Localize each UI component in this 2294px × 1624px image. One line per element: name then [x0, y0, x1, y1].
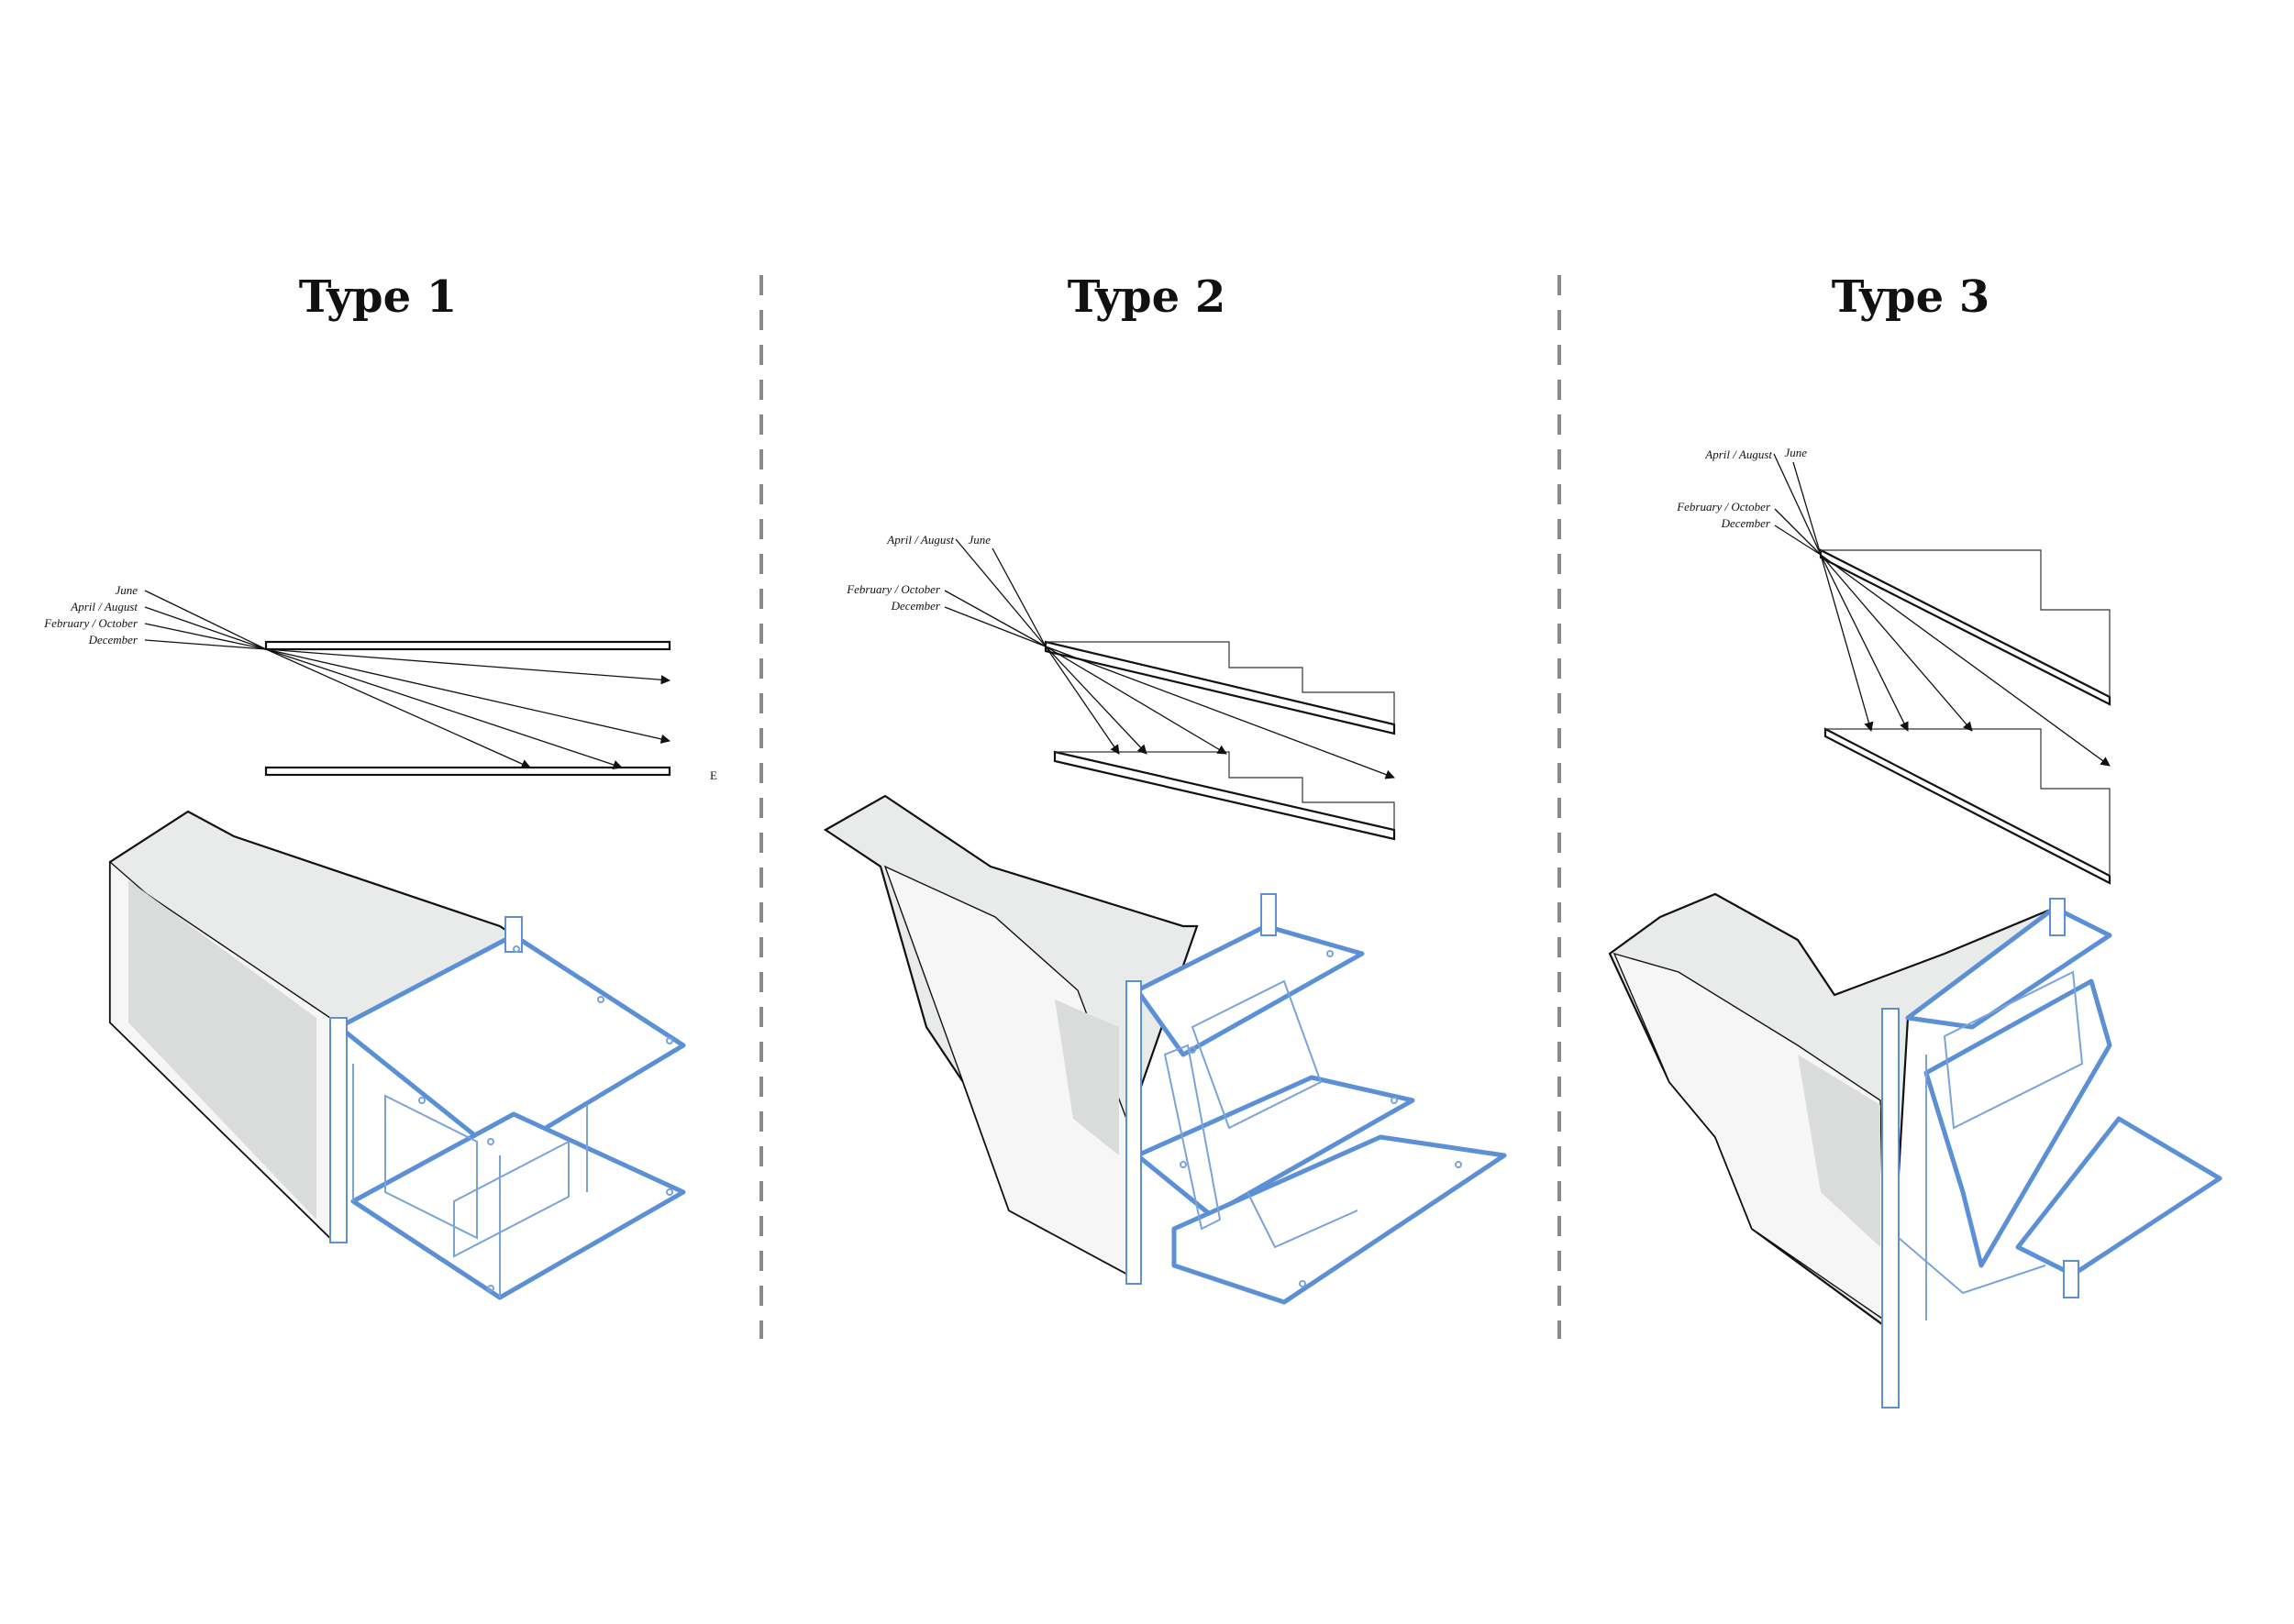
extra-label: E [710, 768, 717, 782]
month-label-december: December [1721, 516, 1771, 530]
isometric-module [1608, 892, 2222, 1409]
isometric-module [823, 794, 1507, 1305]
shading-fin-lower [264, 766, 671, 777]
isometric-module [108, 810, 686, 1300]
panel-type-2: Type 2 April / August June February / Oc… [823, 271, 1507, 1305]
sun-angle-section: April / August June February / October D… [846, 533, 1396, 841]
month-label-june: June [968, 533, 991, 547]
month-label-april-august: April / August [1704, 447, 1772, 461]
shading-fin-upper [264, 640, 671, 651]
month-label-february-october: February / October [43, 616, 139, 630]
month-label-december: December [88, 633, 139, 646]
month-label-june: June [1784, 446, 1807, 459]
month-label-february-october: February / October [846, 582, 941, 596]
month-label-april-august: April / August [70, 600, 138, 613]
panel-type-3: Type 3 April / August June February / Oc… [1608, 271, 2222, 1409]
month-label-june: June [115, 583, 138, 597]
panel-title: Type 2 [1068, 271, 1226, 323]
month-label-february-october: February / October [1676, 500, 1771, 514]
panel-title: Type 1 [299, 271, 458, 323]
sun-angle-section: June April / August February / October D… [43, 583, 717, 782]
panel-title: Type 3 [1832, 271, 1990, 323]
month-label-april-august: April / August [886, 533, 954, 547]
sun-angle-section: April / August June February / October D… [1676, 446, 2111, 885]
month-label-december: December [891, 599, 941, 613]
panel-type-1: Type 1 June April / August February / Oc… [43, 271, 717, 1300]
